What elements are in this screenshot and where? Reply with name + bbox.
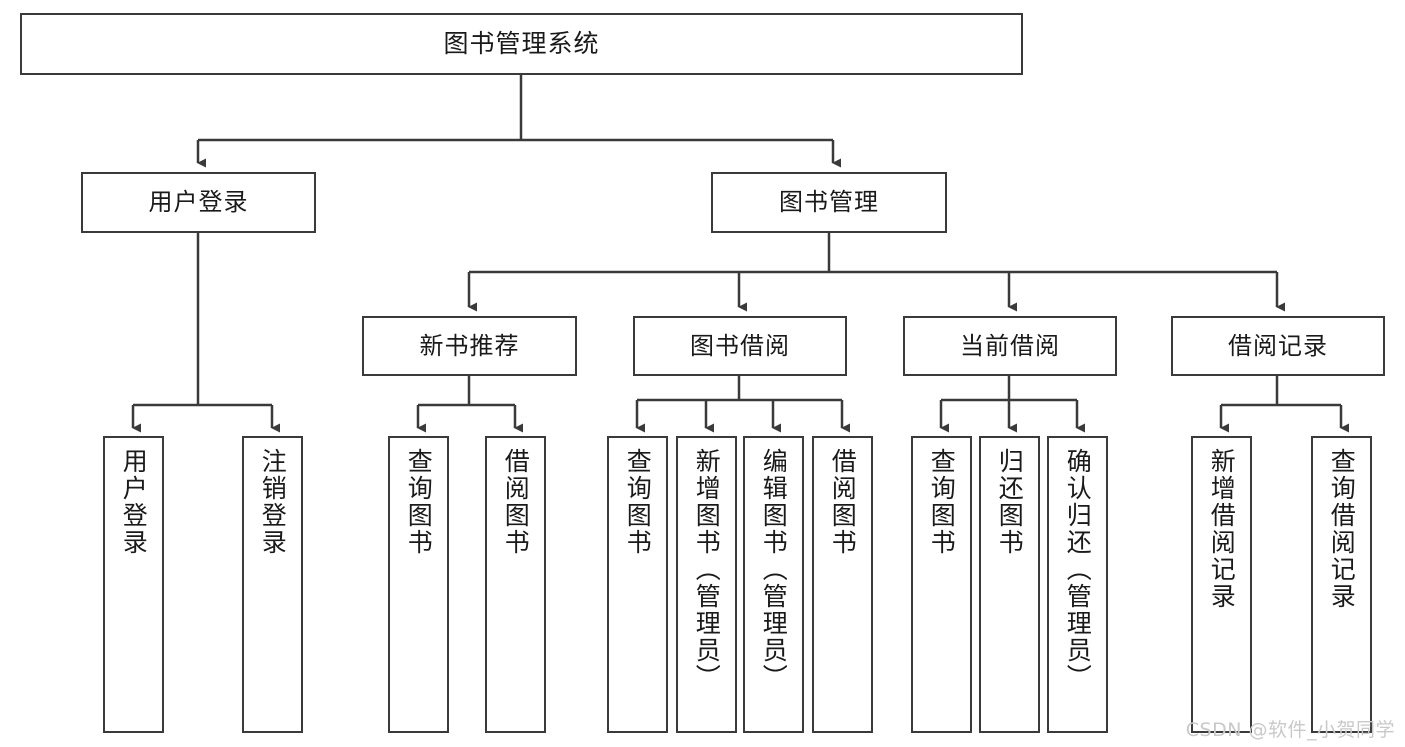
leaf-label: 编辑图书（管理员） xyxy=(759,448,789,691)
node-label: 用户登录 xyxy=(148,188,249,217)
node-label: 图书管理 xyxy=(779,188,879,217)
node-new-book-recommendation[interactable]: 新书推荐 xyxy=(362,316,577,376)
node-label: 新书推荐 xyxy=(419,331,520,360)
leaf-borrow-books[interactable]: 借阅图书 xyxy=(812,436,873,733)
leaf-label: 查询借阅记录 xyxy=(1327,448,1357,610)
leaf-label: 确认归还（管理员） xyxy=(1063,448,1093,691)
leaf-label: 借阅图书 xyxy=(501,448,531,556)
leaf-label: 注销登录 xyxy=(258,448,288,556)
node-book-management[interactable]: 图书管理 xyxy=(711,172,947,233)
node-current-borrowing[interactable]: 当前借阅 xyxy=(903,316,1117,376)
leaf-logout[interactable]: 注销登录 xyxy=(242,436,303,733)
leaf-edit-book-admin[interactable]: 编辑图书（管理员） xyxy=(743,436,804,733)
node-book-borrowing[interactable]: 图书借阅 xyxy=(633,316,847,376)
node-label: 图书管理系统 xyxy=(443,29,600,59)
leaf-confirm-return-admin[interactable]: 确认归还（管理员） xyxy=(1047,436,1108,733)
leaf-label: 查询图书 xyxy=(404,448,434,556)
leaf-label: 查询图书 xyxy=(927,448,957,556)
leaf-query-books-recommendation[interactable]: 查询图书 xyxy=(388,436,449,733)
node-borrowing-records[interactable]: 借阅记录 xyxy=(1171,316,1385,376)
node-label: 借阅记录 xyxy=(1228,331,1328,360)
node-label: 当前借阅 xyxy=(960,331,1060,360)
leaf-label: 归还图书 xyxy=(995,448,1025,556)
leaf-query-books-borrowing[interactable]: 查询图书 xyxy=(607,436,668,733)
leaf-query-books-current[interactable]: 查询图书 xyxy=(911,436,972,733)
leaf-user-login[interactable]: 用户登录 xyxy=(103,436,164,733)
leaf-label: 查询图书 xyxy=(623,448,653,556)
leaf-label: 新增图书（管理员） xyxy=(692,448,722,691)
node-label: 图书借阅 xyxy=(690,331,790,360)
leaf-label: 新增借阅记录 xyxy=(1207,448,1237,610)
leaf-add-borrowing-record[interactable]: 新增借阅记录 xyxy=(1191,436,1252,733)
leaf-label: 用户登录 xyxy=(119,448,149,556)
leaf-label: 借阅图书 xyxy=(828,448,858,556)
leaf-add-book-admin[interactable]: 新增图书（管理员） xyxy=(676,436,737,733)
watermark: CSDN @软件_小贺同学 xyxy=(1185,719,1395,741)
node-user-login[interactable]: 用户登录 xyxy=(81,172,316,233)
leaf-return-books[interactable]: 归还图书 xyxy=(979,436,1040,733)
leaf-query-borrowing-record[interactable]: 查询借阅记录 xyxy=(1311,436,1372,733)
leaf-borrow-books-recommendation[interactable]: 借阅图书 xyxy=(485,436,546,733)
node-root-book-management-system[interactable]: 图书管理系统 xyxy=(20,13,1023,75)
